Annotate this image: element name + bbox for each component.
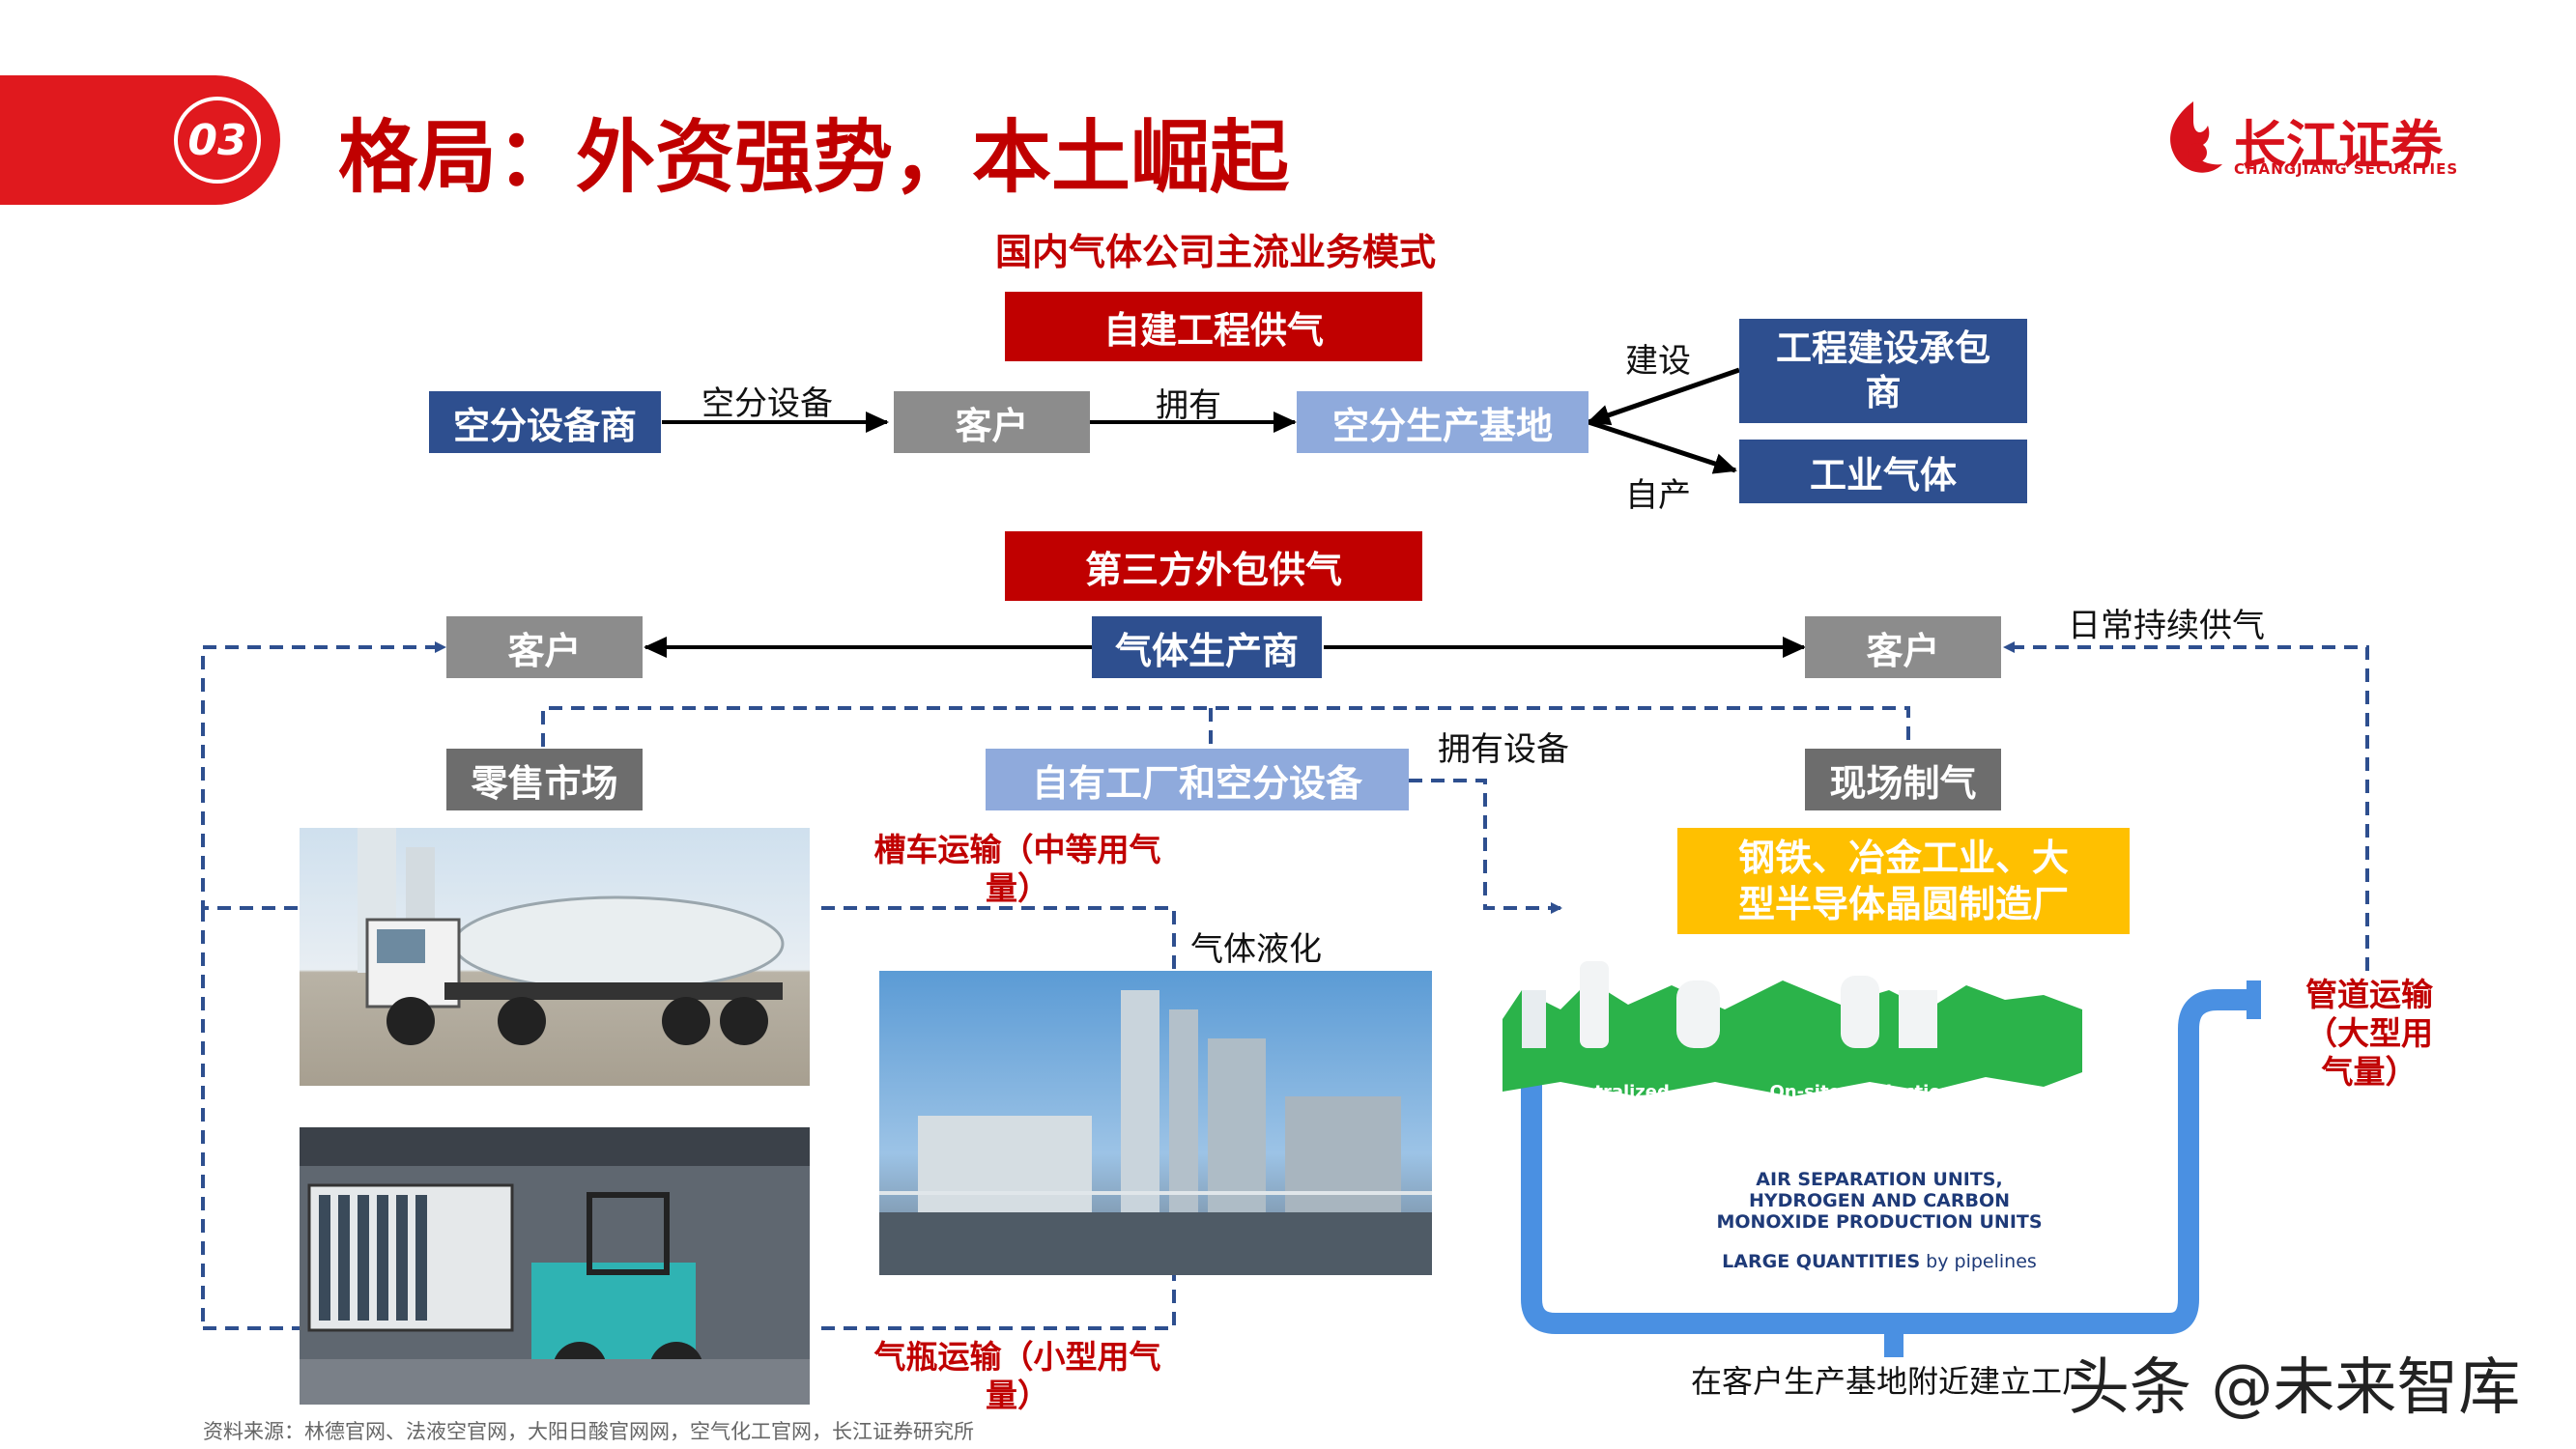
- pipeline-quantities-rest: by pipelines: [1920, 1251, 2037, 1272]
- arrow-base-to-contractor: [1587, 367, 1740, 426]
- node-equipment-vendor: 空分设备商: [429, 391, 661, 453]
- watermark: 头条 @未来智库: [2068, 1352, 2521, 1424]
- label-cylinder-transport: 气瓶运输（小型用气量）: [873, 1338, 1161, 1414]
- page-title: 格局：外资强势，本土崛起: [338, 112, 1290, 204]
- edge-label-equipment: 空分设备: [701, 384, 833, 423]
- label-build-near-customer: 在客户生产基地附近建立工厂: [1691, 1363, 2094, 1400]
- source-note: 资料来源：林德官网、法液空官网，大阳日酸官网网，空气化工官网，长江证券研究所: [203, 1420, 974, 1443]
- pipeline-quantities-bold: LARGE QUANTITIES: [1722, 1251, 1921, 1272]
- label-pipeline-transport: 管道运输（大型用气量）: [2305, 976, 2433, 1091]
- edge-label-self-produce: 自产: [1625, 476, 1691, 515]
- edge-label-own: 拥有: [1156, 386, 1221, 425]
- node-retail-market: 零售市场: [446, 749, 643, 810]
- dashed-left-loop: [201, 641, 446, 910]
- dashed-branch-top: [541, 706, 1910, 747]
- dashed-pipeline-to-right-customer: [2003, 641, 2369, 971]
- dashed-cylinder-to-liquefaction: [821, 1275, 1176, 1330]
- node-customer-left: 客户: [446, 616, 643, 678]
- phoenix-logo-icon: [2170, 101, 2222, 173]
- heading-third-party: 第三方外包供气: [1005, 531, 1422, 601]
- node-customer-right: 客户: [1805, 616, 2001, 678]
- pipeline-graphic: Centralized production On-site productio…: [1503, 952, 2285, 1357]
- arrow-base-to-industrial-gas: [1588, 419, 1737, 474]
- node-production-base: 空分生产基地: [1297, 391, 1589, 453]
- node-gas-producer: 气体生产商: [1092, 616, 1322, 678]
- node-own-plant: 自有工厂和空分设备: [986, 749, 1409, 810]
- diagram-title: 国内气体公司主流业务模式: [995, 231, 1437, 273]
- dashed-tanker-to-liquefaction: [821, 906, 1176, 971]
- logo-text-en: CHANGJIANG SECURITIES: [2234, 160, 2459, 178]
- label-tanker-transport: 槽车运输（中等用气量）: [873, 831, 1161, 907]
- label-own-equipment: 拥有设备: [1438, 730, 1569, 769]
- heading-self-build: 自建工程供气: [1005, 292, 1422, 361]
- node-contractor: 工程建设承包商: [1739, 319, 2027, 423]
- label-daily-supply: 日常持续供气: [2068, 607, 2265, 645]
- logo-text-cn: 长江证券: [2234, 114, 2443, 176]
- node-industries: 钢铁、冶金工业、大型半导体晶圆制造厂: [1677, 828, 2130, 934]
- node-onsite: 现场制气: [1805, 749, 2001, 810]
- pipeline-label-centralized: Centralized production: [1558, 1082, 1670, 1123]
- label-gas-liquefaction: 气体液化: [1190, 930, 1322, 969]
- section-number: 03: [187, 115, 247, 165]
- dashed-own-equipment-to-onsite: [1409, 779, 1562, 914]
- pipeline-label-units: AIR SEPARATION UNITS, HYDROGEN AND CARBO…: [1716, 1169, 2043, 1233]
- node-industrial-gas: 工业气体: [1739, 440, 2027, 503]
- cylinder-forklift-photo: [300, 1127, 810, 1405]
- air-separation-plant-photo: [879, 971, 1432, 1275]
- pipeline-label-onsite: On-site production at customers': [1769, 1082, 1980, 1123]
- tanker-truck-photo: [300, 828, 810, 1086]
- edge-label-build: 建设: [1625, 342, 1691, 381]
- section-number-badge: 03: [174, 97, 261, 184]
- node-customer-self: 客户: [894, 391, 1090, 453]
- pipeline-label-quantities: LARGE QUANTITIES by pipelines: [1696, 1251, 2063, 1272]
